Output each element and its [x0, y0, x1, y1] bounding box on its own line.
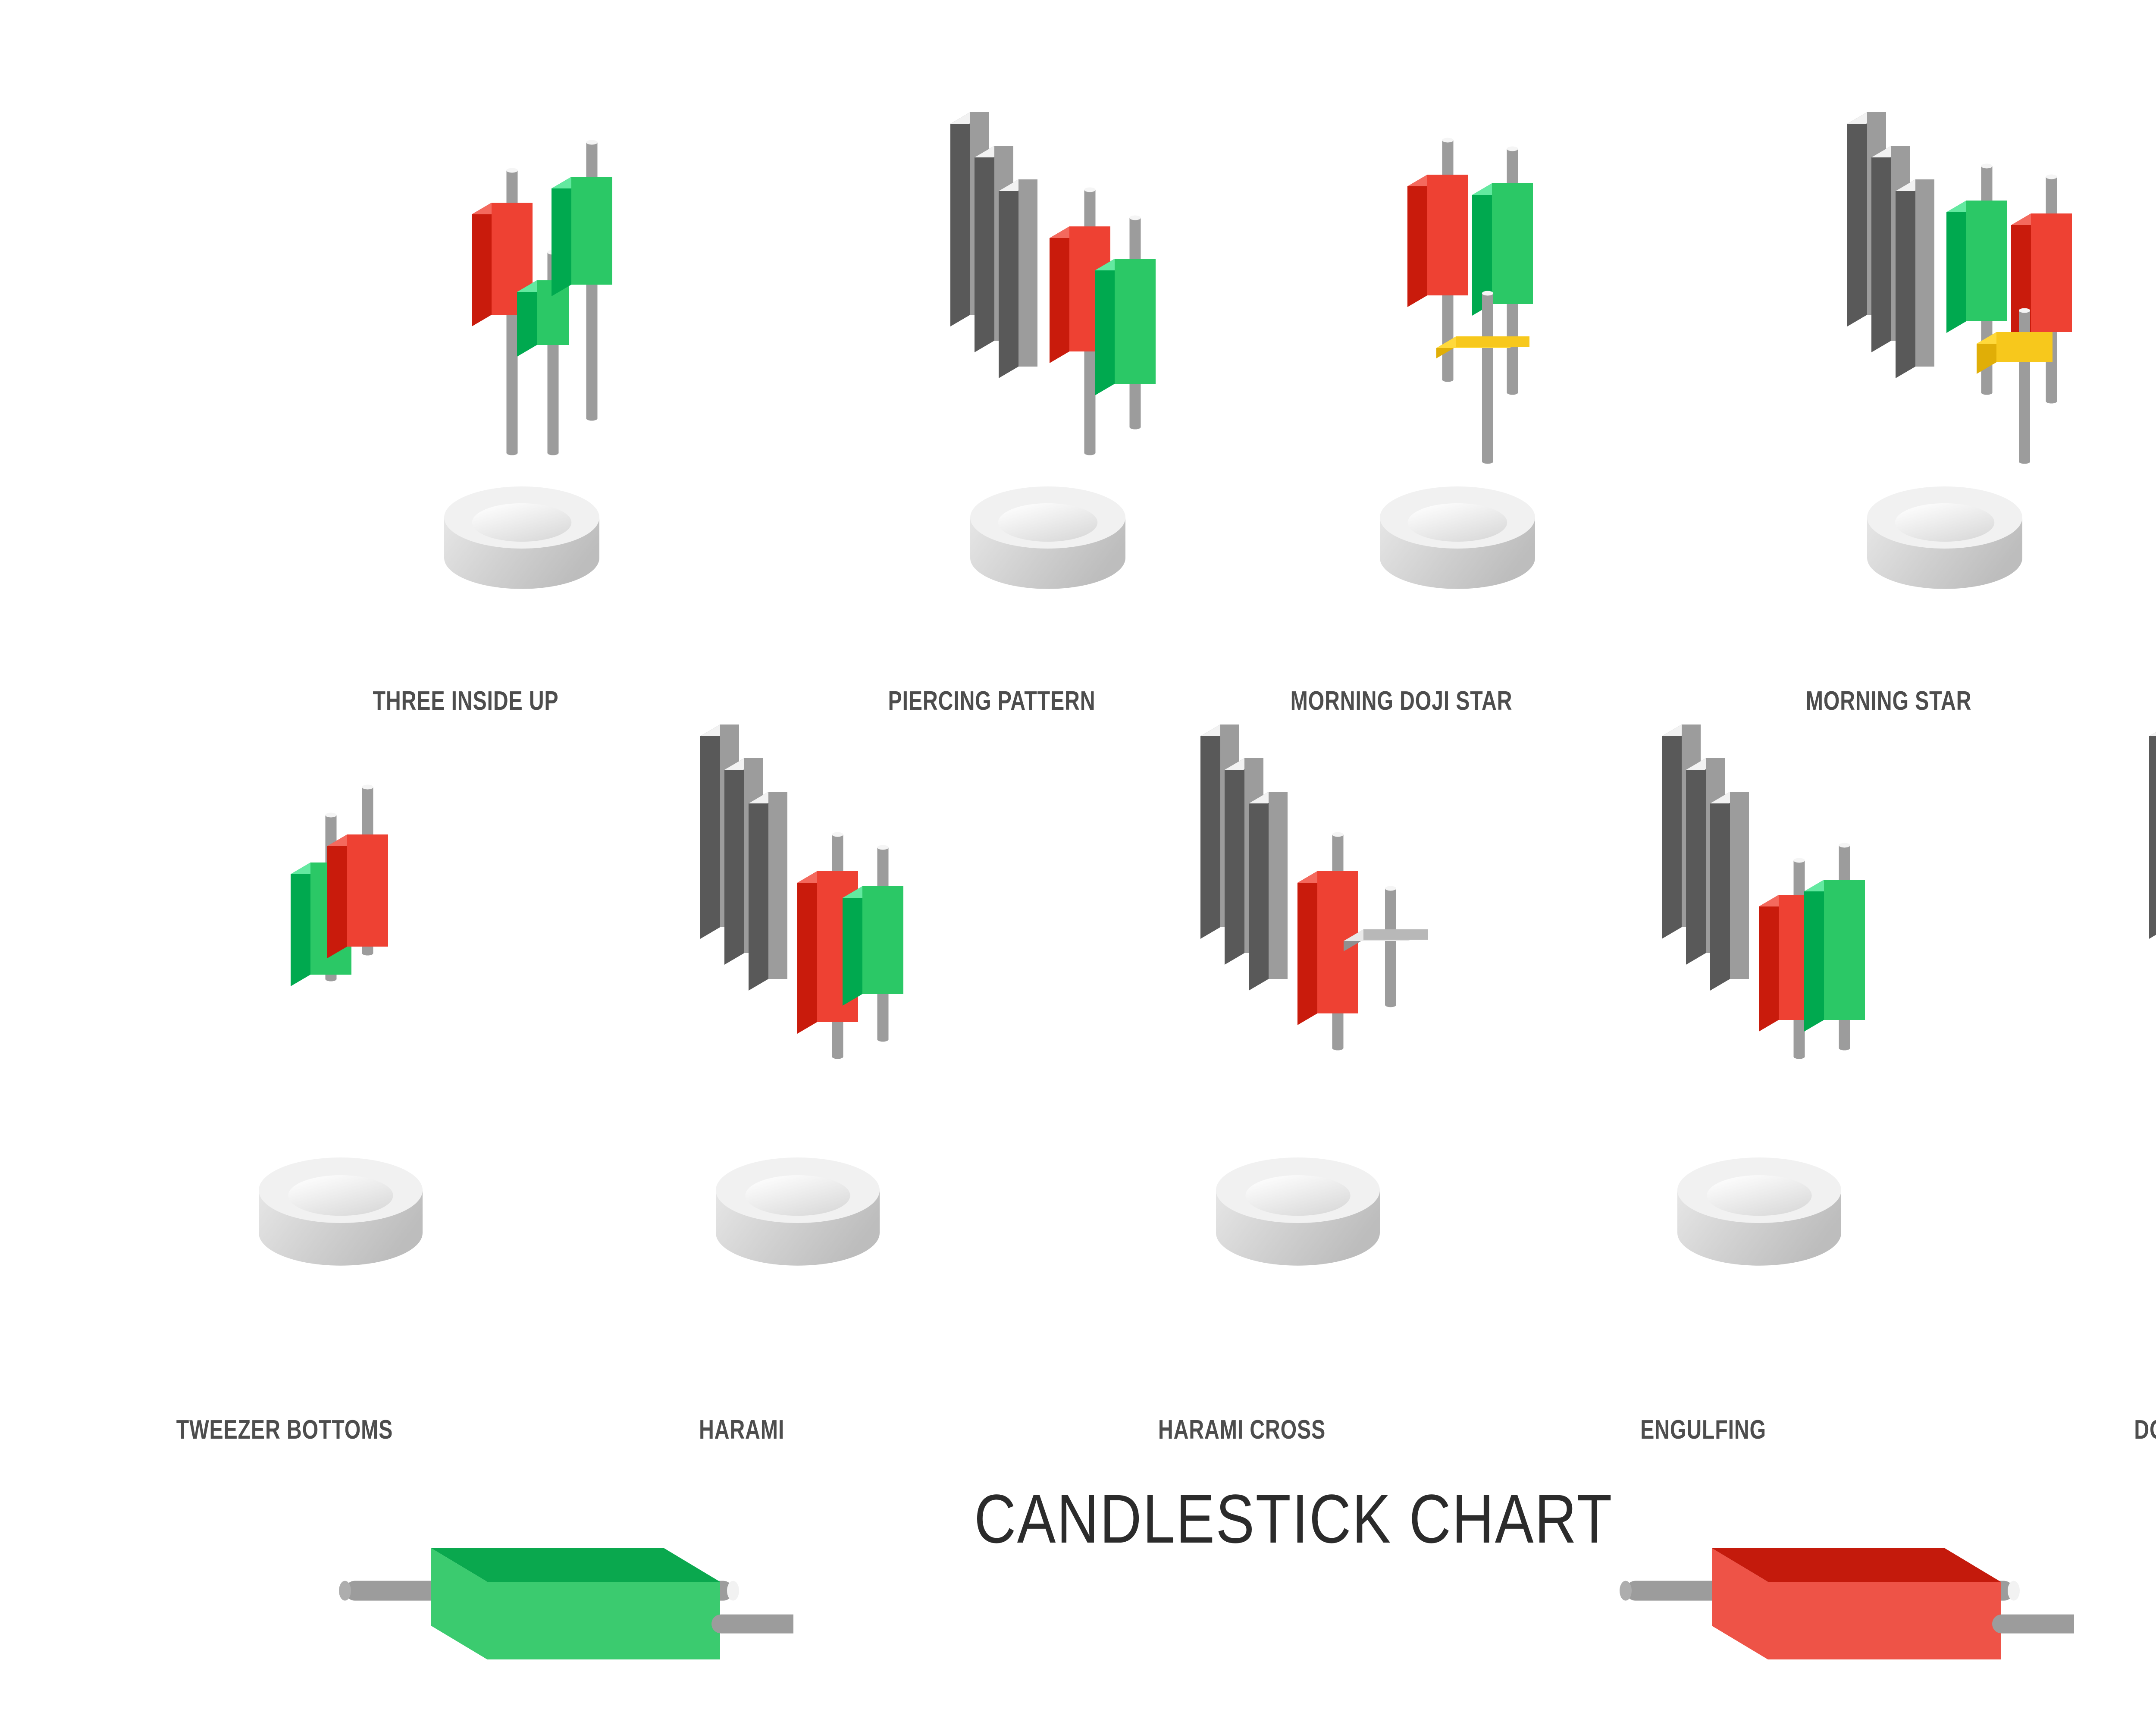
pattern-tweezer-bottoms	[198, 690, 500, 1266]
candle-bear	[1050, 187, 1110, 455]
pedestal-base	[716, 1157, 880, 1266]
pedestal-base	[970, 486, 1125, 589]
pedestal-base	[1380, 486, 1535, 589]
history-bars	[1847, 112, 1934, 378]
pattern-harami-cross	[1156, 690, 1457, 1266]
candle-bull	[1804, 843, 1865, 1051]
pattern-engulfing	[1617, 690, 1919, 1266]
history-bars	[1662, 724, 1749, 991]
candle-gray_doji	[1344, 886, 1428, 1007]
candle-bull	[1095, 215, 1156, 430]
page-title: CANDLESTICK CHART	[974, 1480, 1613, 1557]
pedestal-base	[259, 1157, 423, 1266]
pattern-label-tweezer-bottoms: TWEEZER BOTTOMS	[176, 1415, 393, 1445]
history-bars	[1200, 724, 1288, 991]
pedestal-base	[1867, 486, 2022, 589]
legend-bullish	[328, 1466, 811, 1667]
candle-bull	[1472, 146, 1533, 395]
candle-doji	[1977, 308, 2053, 464]
history-bars	[2149, 732, 2156, 939]
pattern-doji-star	[2104, 690, 2156, 1259]
pattern-label-three-inside-up: THREE INSIDE UP	[373, 686, 559, 716]
candle-doji	[1436, 291, 1529, 464]
pattern-label-harami: HARAMI	[699, 1415, 785, 1445]
candle-bear	[472, 168, 533, 455]
candle-bear	[327, 784, 388, 958]
pattern-morning-star	[1802, 78, 2104, 647]
candle-bear	[1297, 832, 1358, 1051]
pattern-label-morning-doji-star: MORNING DOJI STAR	[1290, 686, 1513, 716]
candle-bull	[552, 140, 612, 421]
pattern-label-morning-star: MORNING STAR	[1805, 686, 1972, 716]
candle-bull	[843, 845, 903, 1042]
pattern-label-piercing-pattern: PIERCING PATTERN	[888, 686, 1096, 716]
pedestal-base	[1677, 1157, 1841, 1266]
legend-bearish	[1608, 1466, 2091, 1667]
history-bars	[950, 112, 1037, 378]
history-bars	[700, 724, 787, 991]
candle-bull	[1946, 163, 2007, 395]
pattern-label-doji-star: DOJI STAR	[2134, 1415, 2156, 1445]
pedestal-base	[444, 486, 599, 589]
pattern-three-inside-up	[379, 78, 681, 647]
pattern-label-harami-cross: HARAMI CROSS	[1158, 1415, 1326, 1445]
pedestal-base	[1216, 1157, 1380, 1266]
candle-bear	[1407, 138, 1468, 382]
pattern-label-engulfing: ENGULFING	[1640, 1415, 1766, 1445]
pattern-harami	[655, 690, 957, 1266]
pattern-morning-doji-star	[1315, 78, 1617, 647]
pattern-piercing-pattern	[906, 78, 1207, 647]
